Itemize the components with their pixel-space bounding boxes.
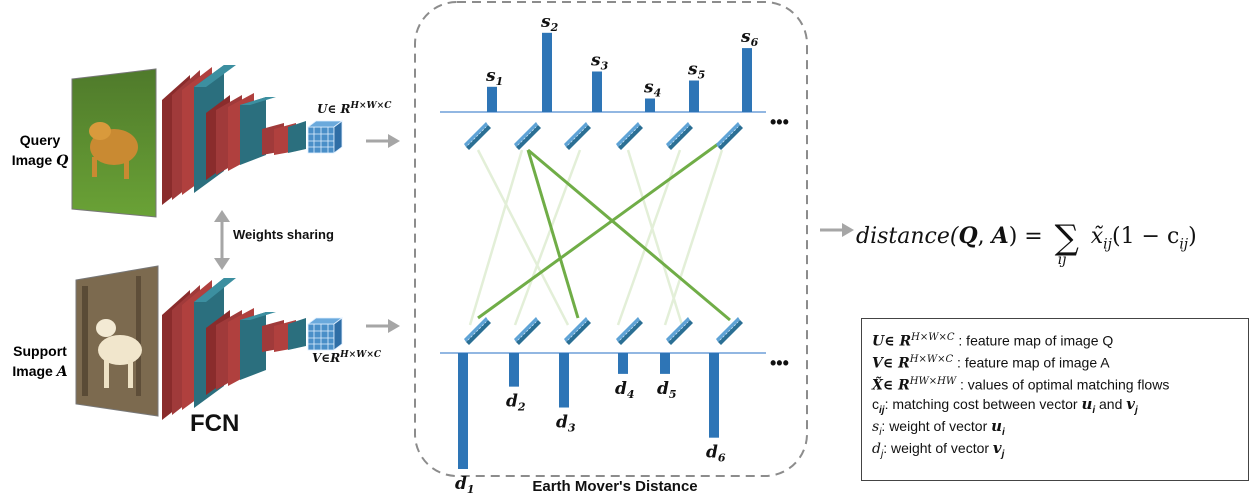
fcn-label: FCN — [190, 410, 240, 437]
weights-sharing-label: Weights sharing — [233, 227, 334, 242]
source-weight-bar — [592, 71, 602, 112]
arrow-to-formula — [820, 223, 854, 237]
weights-sharing-arrow — [214, 210, 230, 270]
target-weight-label: d5 — [657, 379, 677, 401]
feature-vector — [616, 122, 643, 150]
u-feature-label: U∈ RH×W×C — [317, 101, 392, 116]
source-weight-bar — [645, 98, 655, 112]
target-weight-bar — [458, 353, 468, 469]
source-weight-label: s2 — [540, 12, 559, 34]
emd-dashed-border — [414, 1, 808, 477]
source-weight-label: s4 — [643, 78, 661, 100]
target-weight-label: d4 — [615, 379, 635, 401]
top-feature-vectors — [464, 122, 743, 150]
source-weight-label: s6 — [740, 27, 759, 49]
source-weight-bar — [742, 48, 752, 112]
emd-title: Earth Mover's Distance — [532, 478, 698, 495]
feature-vector — [666, 122, 693, 150]
legend-row-c: cij: matching cost between vector ui and… — [872, 395, 1138, 416]
feature-vector — [616, 317, 643, 345]
legend-row-s: si: weight of vector ui — [872, 417, 1005, 438]
target-weight-bar — [618, 353, 628, 374]
target-weight-label: d3 — [556, 413, 576, 435]
ellipsis-top: ••• — [770, 112, 789, 132]
source-weight-bar — [542, 32, 552, 112]
target-weight-bar — [509, 353, 519, 387]
legend-row-d: dj: weight of vector vj — [872, 439, 1005, 460]
legend-row-u: U∈ RH×W×C : feature map of image Q — [872, 332, 1114, 350]
target-weight-bar — [559, 353, 569, 408]
feature-vector — [716, 317, 743, 345]
support-image-label: Support Image A — [12, 343, 68, 380]
legend-row-x: X̃∈ RHW×HW : values of optimal matching … — [872, 376, 1170, 394]
target-weight-bar — [709, 353, 719, 438]
fcn-stack-query — [162, 65, 344, 205]
optimal-flow-lines — [477, 142, 731, 322]
v-feature-label: V∈RH×W×C — [312, 350, 382, 365]
source-weight-bar — [689, 80, 699, 112]
feature-vector — [514, 317, 541, 345]
faint-flow-lines — [468, 149, 724, 326]
feature-vector — [716, 122, 743, 150]
source-weight-label: s1 — [485, 66, 503, 88]
feature-vector — [464, 317, 491, 345]
query-image — [71, 68, 157, 218]
source-weight-label: s5 — [687, 60, 705, 82]
bottom-feature-vectors — [464, 317, 743, 345]
target-weight-bar — [660, 353, 670, 374]
target-weight-label: d6 — [706, 443, 726, 465]
ellipsis-bottom: ••• — [770, 353, 789, 373]
arrow-query-to-emd — [366, 134, 400, 148]
feature-vector — [666, 317, 693, 345]
target-weight-label: d2 — [506, 392, 526, 414]
source-weight-bar — [487, 86, 497, 112]
distance-formula: distance(Q, A) = ∑ ij x̃ij(1 − cij) — [856, 218, 1197, 268]
support-image — [75, 265, 159, 417]
query-image-label: Query Image Q — [11, 132, 69, 169]
feature-vector — [564, 317, 591, 345]
legend-box: U∈ RH×W×C : feature map of image Q V∈ RH… — [861, 318, 1249, 481]
source-weight-label: s3 — [590, 51, 609, 73]
legend-row-v: V∈ RH×W×C : feature map of image A — [872, 354, 1110, 372]
arrow-support-to-emd — [366, 319, 400, 333]
fcn-stack-support — [162, 278, 344, 420]
source-weight-bars: s1 s2 s3 s4 s5 s6 — [485, 12, 759, 112]
feature-vector — [464, 122, 491, 150]
feature-vector — [514, 122, 541, 150]
feature-vector — [564, 122, 591, 150]
